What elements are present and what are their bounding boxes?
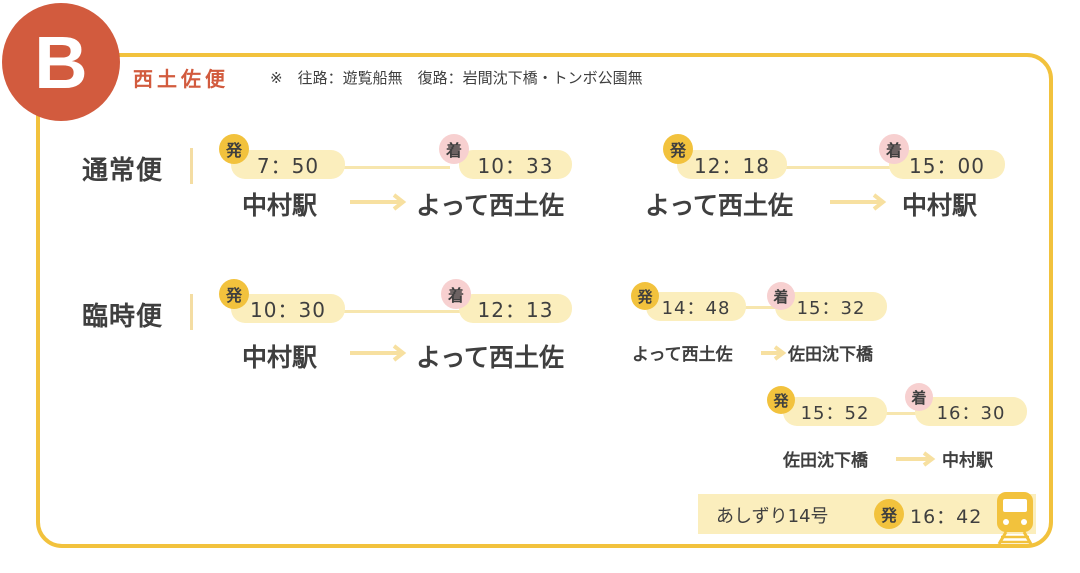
ashizuri-bar [698, 494, 1036, 534]
route-name: 西土佐便 [133, 67, 229, 91]
regular-return-line [760, 166, 900, 169]
special-return1-to: 佐田沈下橋 [788, 345, 873, 365]
depart-icon: 発 [663, 134, 693, 164]
regular-outbound-arr-pill: 10：33 [459, 150, 572, 179]
regular-outbound-dep-pill: 7：50 [231, 150, 345, 179]
arrive-icon: 着 [879, 134, 909, 164]
schedule-frame [36, 53, 1053, 548]
depart-icon: 発 [874, 499, 904, 529]
arrive-icon: 着 [441, 279, 471, 309]
special-outbound-to: よって西土佐 [416, 343, 565, 372]
special-return2-to: 中村駅 [942, 451, 993, 471]
route-badge: B [2, 3, 120, 121]
regular-outbound-line [300, 166, 450, 169]
special-outbound-arr-pill: 12：13 [459, 294, 572, 323]
regular-return-to: 中村駅 [902, 191, 978, 220]
route-note: ※ 往路：遊覧船無 復路：岩間沈下橋・トンボ公園無 [270, 69, 643, 87]
regular-return-from: よって西土佐 [645, 191, 794, 220]
special-outbound-line [310, 310, 460, 313]
regular-label: 通常便 [82, 156, 164, 186]
special-return2-dep-pill: 15：52 [783, 397, 887, 426]
regular-divider [190, 148, 193, 184]
arrow-right-icon [896, 451, 936, 467]
ashizuri-train-name: あしずり14号 [716, 506, 829, 527]
regular-return-dep-pill: 12：18 [677, 150, 787, 179]
arrive-icon: 着 [767, 282, 795, 310]
special-outbound-from: 中村駅 [242, 343, 318, 372]
special-return1-from: よって西土佐 [632, 345, 733, 365]
special-return2-from: 佐田沈下橋 [783, 451, 868, 471]
depart-icon: 発 [219, 134, 249, 164]
regular-outbound-from: 中村駅 [242, 191, 318, 220]
special-return2-line [865, 412, 925, 415]
train-icon [997, 492, 1033, 545]
depart-icon: 発 [219, 279, 249, 309]
special-divider [190, 294, 193, 330]
depart-icon: 発 [631, 282, 659, 310]
arrive-icon: 着 [439, 134, 469, 164]
arrow-right-icon [350, 344, 407, 362]
arrive-icon: 着 [905, 383, 933, 411]
depart-icon: 発 [767, 386, 795, 414]
special-outbound-dep-pill: 10：30 [231, 294, 345, 323]
ashizuri-dep-time: 16：42 [910, 506, 983, 528]
regular-outbound-to: よって西土佐 [416, 191, 565, 220]
special-return2-arr-pill: 16：30 [915, 397, 1027, 426]
special-return1-dep-pill: 14：48 [646, 292, 746, 321]
arrow-right-icon [761, 345, 787, 361]
regular-return-arr-pill: 15：00 [889, 150, 1005, 179]
arrow-right-icon [830, 193, 887, 211]
arrow-right-icon [350, 193, 407, 211]
special-label: 臨時便 [82, 302, 164, 332]
special-return1-line [735, 306, 795, 309]
